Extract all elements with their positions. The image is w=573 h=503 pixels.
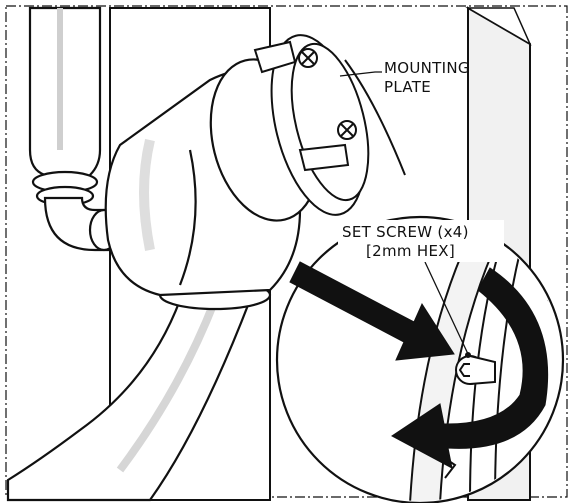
set-screw-label-line2: [2mm HEX]	[366, 242, 455, 260]
rotation-arrow-icon	[391, 267, 549, 469]
set-screw-label-line1: SET SCREW (x4)	[342, 223, 469, 241]
set-screw-leader	[424, 261, 469, 355]
mounting-plate-leader	[339, 71, 382, 77]
set-screw-label-bg	[338, 220, 504, 262]
direction-arrow-icon	[289, 261, 455, 361]
set-screw-leader-dot	[465, 352, 471, 358]
mounting-plate-label-line1: MOUNTING	[384, 59, 470, 77]
frame-border	[5, 5, 568, 498]
mounting-plate	[253, 34, 406, 216]
mounting-plate-label-line2: PLATE	[384, 78, 431, 96]
